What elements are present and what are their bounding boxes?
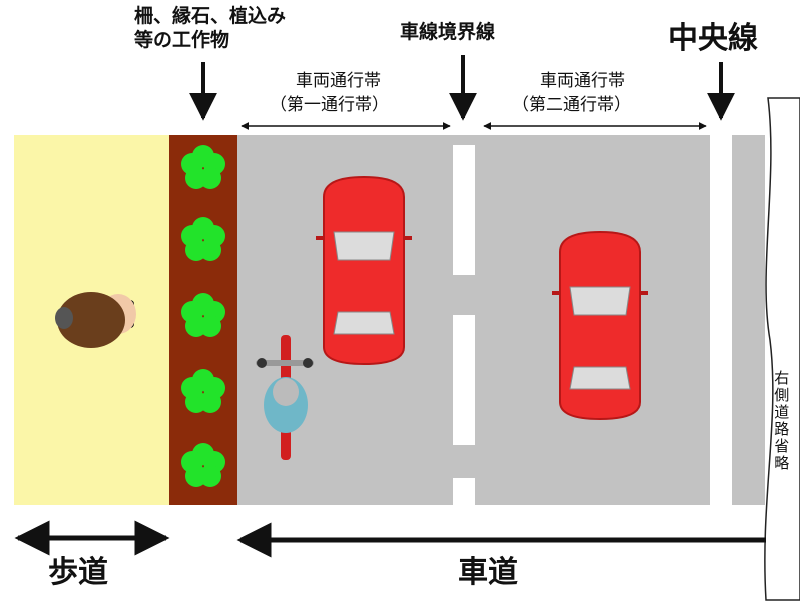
shrub [181,217,225,261]
shrub [181,443,225,487]
car [316,175,412,366]
shrubs [181,145,225,487]
roadway-label: 車道 [458,555,518,590]
first-lane-title: 車両通行帯 [296,71,381,91]
second-lane-sub: （第二通行帯） [512,95,631,115]
bicycle-rider [256,335,314,460]
side-note: 右側道路省略 [772,370,791,472]
pedestrian [55,292,136,348]
shrub [181,293,225,337]
shrub [181,145,225,189]
sidewalk-label: 歩道 [48,555,108,590]
first-lane-sub: （第一通行帯） [270,95,389,115]
second-lane-title: 車両通行帯 [540,71,625,91]
shrub [181,369,225,413]
car [552,230,648,421]
roadway-area [237,135,765,505]
barrier-label-line1: 柵、縁石、植込み [134,5,287,27]
lane-boundary-line [453,145,475,505]
center-line-label: 中央線 [668,21,758,56]
lane-boundary-label: 車線境界線 [400,21,496,43]
center-line [710,135,732,505]
barrier-label-line2: 等の工作物 [134,29,230,51]
omitted-edge [764,97,800,601]
